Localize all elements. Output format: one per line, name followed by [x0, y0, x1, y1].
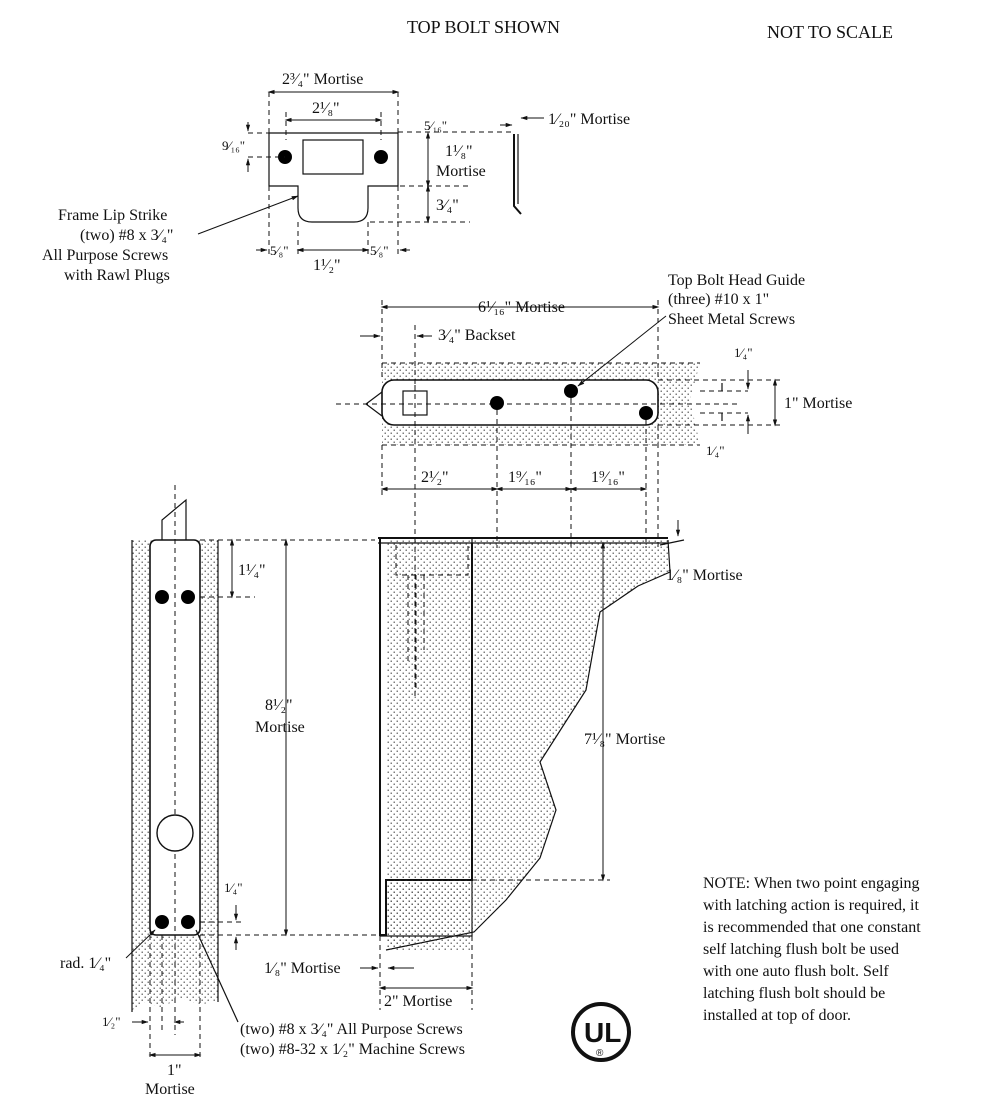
bolt-side-plate-depth: 1⁄₈" Mortise — [264, 960, 341, 977]
head-guide-plate — [381, 379, 659, 426]
installation-note: NOTE: When two point engaging with latch… — [703, 875, 921, 1024]
strike-lip-depth: 1⁄₂₀" Mortise — [548, 111, 630, 128]
strike-slot — [302, 139, 364, 175]
bolt-front-half-width: 1⁄₂" — [102, 1014, 121, 1029]
bolt-front-tip — [161, 498, 187, 540]
head-guide-label-line-1: Top Bolt Head Guide — [668, 272, 805, 289]
strike-label-line-2: (two) #8 x 3⁄₄" — [80, 227, 173, 244]
bolt-front-width: 1" — [167, 1062, 182, 1079]
note-line-5: with one auto flush bolt. Self — [703, 963, 889, 980]
bolt-front-screw-line-1: (two) #8 x 3⁄₄" All Purpose Screws — [240, 1021, 463, 1038]
bolt-side-cut-depth: 7¹⁄₈" Mortise — [584, 731, 665, 748]
bolt-front-length-sub: Mortise — [255, 719, 305, 736]
note-line-3: is recommended that one constant — [703, 919, 921, 936]
strike-height: 1¹⁄₈" — [445, 143, 473, 160]
bolt-front-top-offset: 1¹⁄₄" — [238, 562, 266, 579]
strike-tab-depth: 3⁄₄" — [436, 197, 459, 214]
strike-label-line-4: with Rawl Plugs — [64, 267, 170, 284]
note-line-7: installed at top of door. — [703, 1007, 851, 1024]
strike-lip-profile — [513, 134, 522, 215]
strike-label-line-3: All Purpose Screws — [42, 247, 168, 264]
strike-plate-outline — [268, 132, 399, 223]
strike-right-margin: 5⁄₈" — [370, 243, 389, 258]
head-guide-backset: 3⁄₄" Backset — [438, 327, 516, 344]
bolt-front-dimensions: 1¹⁄₄" 8¹⁄₂" Mortise 1⁄₄" rad. 1⁄₄" 1⁄₂" … — [60, 538, 465, 1098]
bolt-side-dimensions: 1⁄₈" Mortise 7¹⁄₈" Mortise 1⁄₈" Mortise … — [264, 520, 743, 1010]
head-guide-plan — [336, 362, 740, 446]
bolt-front-screw-top-right — [181, 590, 195, 604]
head-guide-width: 1" Mortise — [784, 395, 852, 412]
ul-logo: UL ® — [571, 1002, 631, 1062]
head-guide-bottom-edge: 1⁄₄" — [706, 443, 725, 458]
strike-edge-offset: 5⁄₁₆" — [424, 118, 447, 133]
bolt-front-operating-hole — [156, 814, 194, 852]
strike-slot-width: 2¹⁄₈" — [312, 100, 340, 117]
strike-height-sub: Mortise — [436, 163, 486, 180]
bolt-front-screw-bottom-left — [155, 915, 169, 929]
head-guide-screw-2 — [564, 384, 578, 398]
bolt-front-screw-bottom-right — [181, 915, 195, 929]
ul-logo-text: UL — [584, 1017, 621, 1048]
strike-left-margin: 5⁄₈" — [270, 243, 289, 258]
strike-label-line-1: Frame Lip Strike — [58, 207, 167, 224]
strike-screw-right — [374, 150, 388, 164]
head-guide-spacing-3: 1⁹⁄₁₆" — [591, 469, 625, 486]
scale-note: NOT TO SCALE — [767, 22, 893, 42]
bolt-side-lip-depth: 1⁄₈" Mortise — [666, 567, 743, 584]
bolt-front-radius: rad. 1⁄₄" — [60, 955, 111, 972]
head-guide-label-line-2: (three) #10 x 1" — [668, 291, 769, 308]
head-guide-dimensions: 6¹⁄₁₆" Mortise 3⁄₄" Backset Top Bolt Hea… — [360, 272, 852, 548]
note-line-1: NOTE: When two point engaging — [703, 875, 920, 892]
ul-logo-registered-mark: ® — [596, 1048, 604, 1059]
head-guide-screw-1 — [490, 396, 504, 410]
head-guide-screw-3 — [639, 406, 653, 420]
bolt-side-view — [378, 385, 671, 951]
bolt-front-length: 8¹⁄₂" — [265, 697, 293, 714]
strike-tab-width: 1¹⁄₂" — [313, 257, 341, 274]
head-guide-top-edge: 1⁄₄" — [734, 345, 753, 360]
view-title: TOP BOLT SHOWN — [407, 17, 560, 37]
bolt-front-screw-line-2: (two) #8-32 x 1⁄₂" Machine Screws — [240, 1041, 465, 1058]
head-guide-spacing-2: 1⁹⁄₁₆" — [508, 469, 542, 486]
note-line-4: self latching flush bolt be used — [703, 941, 899, 958]
strike-dimensions: 2³⁄₄" Mortise 2¹⁄₈" 5⁄₁₆" 1⁄₂₀" Mortise … — [42, 71, 630, 284]
frame-lip-strike — [268, 132, 522, 223]
head-guide-length: 6¹⁄₁₆" Mortise — [478, 299, 565, 316]
strike-top-offset: 9⁄₁₆" — [222, 138, 245, 153]
note-line-6: latching flush bolt should be — [703, 985, 885, 1002]
bolt-front-view — [131, 485, 219, 1035]
bolt-front-width-sub: Mortise — [145, 1081, 195, 1098]
strike-overall-width: 2³⁄₄" Mortise — [282, 71, 363, 88]
bolt-front-screw-top-left — [155, 590, 169, 604]
bolt-side-door-break — [385, 539, 671, 951]
note-line-2: with latching action is required, it — [703, 897, 920, 914]
head-guide-label-line-3: Sheet Metal Screws — [668, 311, 795, 328]
bolt-front-bottom-offset: 1⁄₄" — [224, 880, 243, 895]
bolt-side-door-stipple — [386, 540, 670, 950]
head-guide-spacing-1: 2¹⁄₂" — [421, 469, 449, 486]
bolt-side-width: 2" Mortise — [384, 993, 452, 1010]
